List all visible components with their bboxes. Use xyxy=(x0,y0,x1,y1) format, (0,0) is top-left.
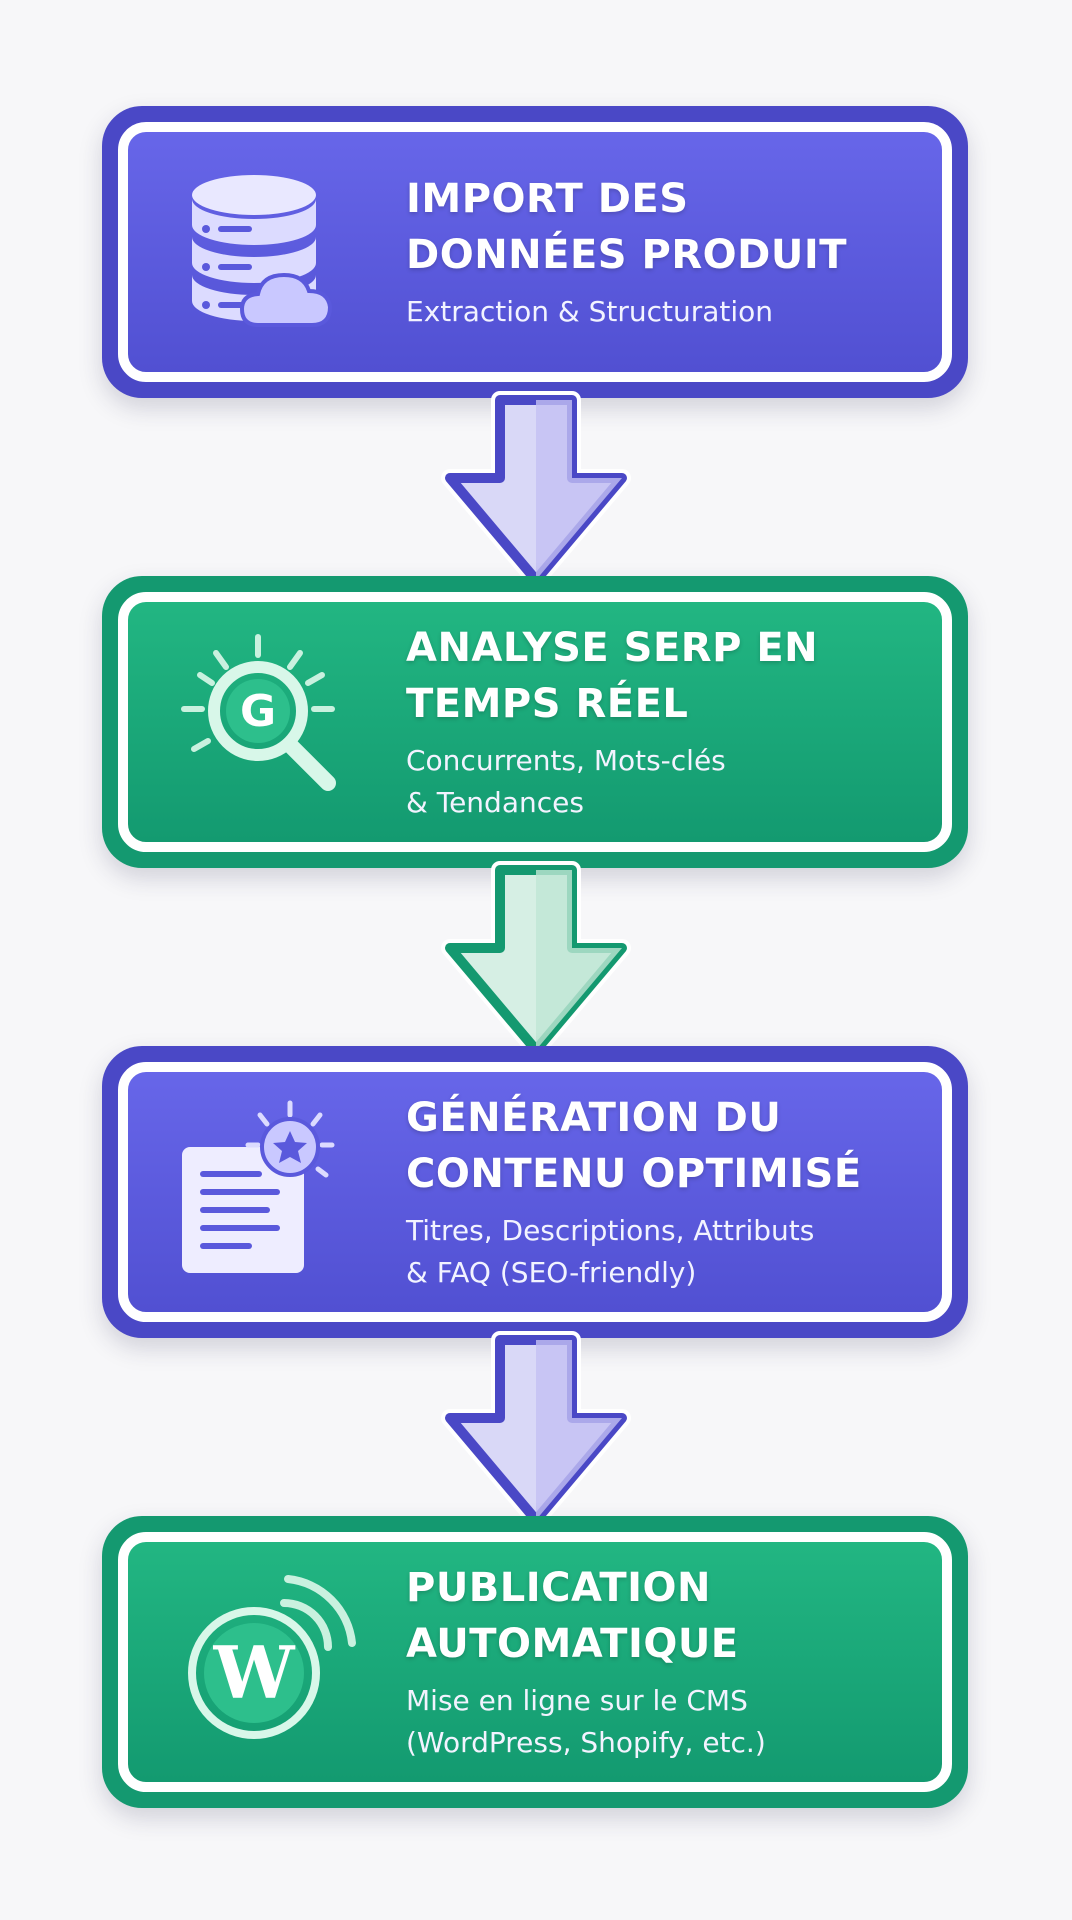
wordpress-signal-icon: W xyxy=(172,1567,362,1757)
flow-arrow-down xyxy=(436,1331,636,1540)
database-cloud-icon xyxy=(172,157,362,347)
step-title: GÉNÉRATION DU CONTENU OPTIMISÉ xyxy=(406,1095,862,1197)
step-subtitle: Titres, Descriptions, Attributs & FAQ (S… xyxy=(406,1214,815,1289)
step-subtitle: Concurrents, Mots-clés & Tendances xyxy=(406,744,726,819)
step-subtitle: Extraction & Structuration xyxy=(406,295,774,328)
step-card-generation: GÉNÉRATION DU CONTENU OPTIMISÉ Titres, D… xyxy=(102,1046,968,1338)
step-card-import: IMPORT DES DONNÉES PRODUIT Extraction & … xyxy=(102,106,968,398)
step-title: IMPORT DES DONNÉES PRODUIT xyxy=(406,176,848,278)
flow-arrow-down xyxy=(436,861,636,1070)
svg-text:W: W xyxy=(213,1630,296,1715)
step-card-publication: W PUBLICATION AUTOMATIQUE Mise en ligne … xyxy=(102,1516,968,1808)
step-card-serp: G ANALYSE SERP EN TEMPS RÉEL Concurrents… xyxy=(102,576,968,868)
google-search-icon: G xyxy=(172,627,362,817)
step-title: PUBLICATION AUTOMATIQUE xyxy=(406,1565,739,1667)
document-star-icon xyxy=(172,1097,362,1287)
flow-arrow-down xyxy=(436,391,636,600)
step-subtitle: Mise en ligne sur le CMS (WordPress, Sho… xyxy=(406,1684,766,1759)
svg-text:G: G xyxy=(240,686,276,737)
step-title: ANALYSE SERP EN TEMPS RÉEL xyxy=(406,625,819,727)
